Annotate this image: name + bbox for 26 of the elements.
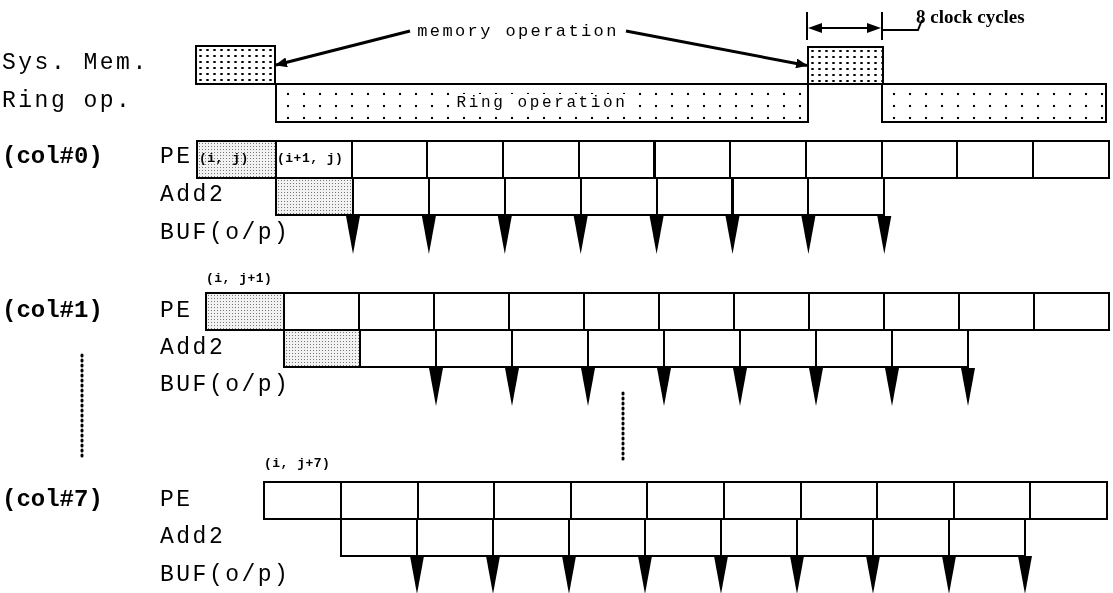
row-label: Sys. Mem. bbox=[2, 50, 149, 78]
index-label: (i, j) bbox=[199, 151, 249, 167]
arrow bbox=[275, 29, 411, 68]
memory-block bbox=[807, 46, 884, 85]
column-label: (col#7) bbox=[2, 486, 103, 515]
row-label: Add2 bbox=[160, 335, 226, 363]
row-label: PE bbox=[160, 298, 193, 326]
dimension-label: 8 clock cycles bbox=[916, 6, 1025, 29]
row-label: Ring op. bbox=[2, 88, 133, 116]
ring-operation-bar bbox=[275, 83, 809, 123]
column-label: (col#1) bbox=[2, 297, 103, 326]
index-label: (i+1, j) bbox=[277, 151, 344, 167]
row-label: PE bbox=[160, 487, 193, 515]
arrow bbox=[625, 29, 808, 69]
ring-operation-bar bbox=[881, 83, 1107, 123]
row-label: BUF(o/p) bbox=[160, 220, 291, 248]
row-label: BUF(o/p) bbox=[160, 372, 291, 400]
index-label: (i, j+7) bbox=[264, 456, 331, 472]
memory-block bbox=[195, 45, 276, 85]
row-label: PE bbox=[160, 144, 193, 172]
row-label: Add2 bbox=[160, 182, 226, 210]
column-label: (col#0) bbox=[2, 143, 103, 172]
row-label: Add2 bbox=[160, 524, 226, 552]
callout-label: memory operation bbox=[417, 21, 619, 41]
row-label: BUF(o/p) bbox=[160, 562, 291, 590]
index-label: (i, j+1) bbox=[206, 271, 273, 287]
